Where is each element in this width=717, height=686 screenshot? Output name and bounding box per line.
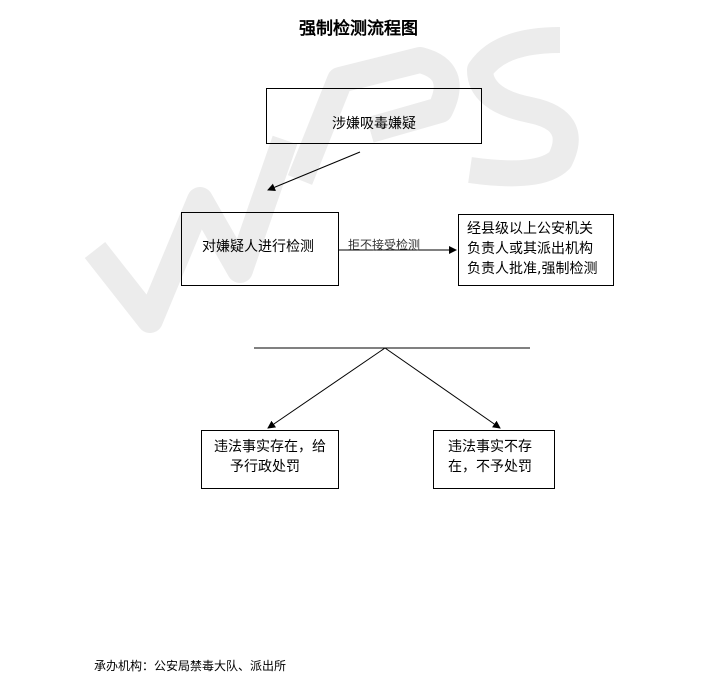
node-no-punish: 违法事实不存 在，不予处罚 bbox=[433, 430, 555, 489]
page-title: 强制检测流程图 bbox=[299, 19, 418, 39]
wps-watermark-logo bbox=[84, 27, 579, 333]
node-no-punish-line: 违法事实不存 bbox=[448, 439, 532, 455]
node-punish-line: 违法事实存在，给 bbox=[214, 439, 326, 455]
arrow-suspect-to-test bbox=[267, 151, 361, 192]
footer-agency: 承办机构：公安局禁毒大队、派出所 bbox=[94, 659, 287, 673]
arrow-to-punish bbox=[267, 347, 386, 429]
node-forced-line: 经县级以上公安机关 bbox=[467, 221, 593, 237]
node-punish: 违法事实存在，给 予行政处罚 bbox=[201, 430, 339, 489]
node-punish-line: 予行政处罚 bbox=[230, 459, 300, 475]
edge-refuse-label: 拒不接受检测 bbox=[348, 238, 421, 252]
node-no-punish-line: 在，不予处罚 bbox=[448, 459, 532, 475]
node-suspect-label: 涉嫌吸毒嫌疑 bbox=[332, 116, 416, 132]
node-forced-line: 负责人批准,强制检测 bbox=[467, 261, 598, 277]
node-test: 对嫌疑人进行检测 bbox=[181, 212, 339, 286]
node-test-label: 对嫌疑人进行检测 bbox=[202, 239, 314, 255]
node-forced-line: 负责人或其派出机构 bbox=[467, 241, 593, 257]
arrow-to-no-punish bbox=[384, 347, 501, 429]
node-suspect: 涉嫌吸毒嫌疑 bbox=[266, 88, 482, 144]
node-forced: 经县级以上公安机关 负责人或其派出机构 负责人批准,强制检测 bbox=[458, 214, 614, 286]
